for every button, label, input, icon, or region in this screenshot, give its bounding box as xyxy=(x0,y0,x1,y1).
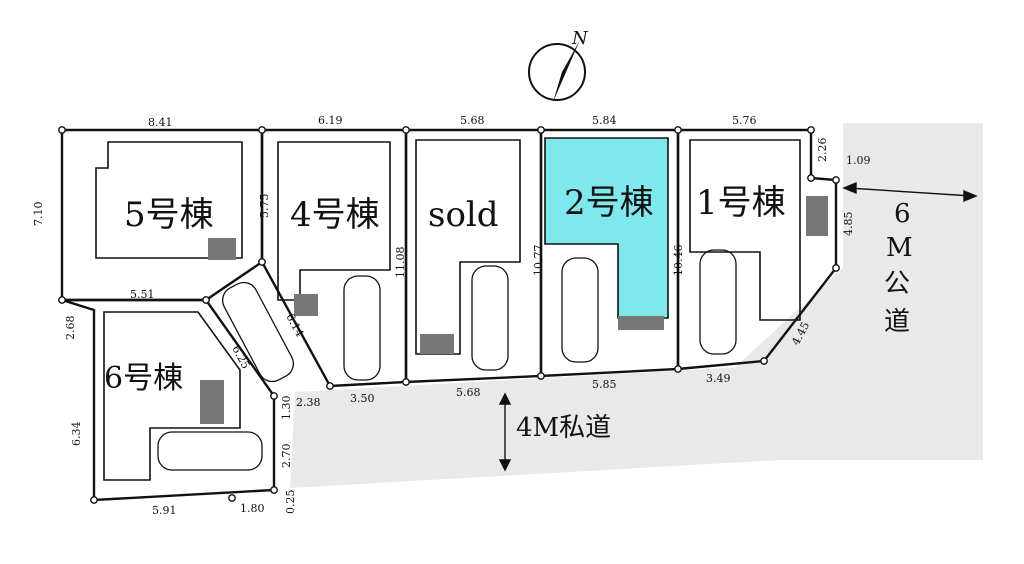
lot4-label: 4号棟 xyxy=(290,195,380,235)
boundary-marker xyxy=(807,126,815,134)
lot1-label: 1号棟 xyxy=(696,183,786,223)
lot5-label: 5号棟 xyxy=(124,195,214,235)
boundary-marker xyxy=(58,296,66,304)
dim-top-lot4: 6.19 xyxy=(318,114,343,127)
boundary-marker xyxy=(832,264,840,272)
dim-lot6-625: 6.25 xyxy=(229,343,252,371)
boundary-marker xyxy=(90,496,98,504)
cars xyxy=(157,249,737,471)
boundary-marker xyxy=(537,372,545,380)
boundary-marker xyxy=(402,378,410,386)
dim-side-1108: 11.08 xyxy=(394,247,407,279)
boundary-marker xyxy=(674,126,682,134)
dim-side-1046: 10.46 xyxy=(672,245,685,277)
lot4-house xyxy=(277,141,391,301)
car-lot5 xyxy=(221,281,295,383)
boundary-marker xyxy=(202,296,210,304)
car-sold xyxy=(471,265,509,371)
dim-lot6-bottom-180: 1.80 xyxy=(240,502,265,515)
boundary-marker xyxy=(402,126,410,134)
dim-lot6-top: 5.51 xyxy=(130,288,155,301)
private-road-4m xyxy=(290,366,780,488)
road-width-arrows xyxy=(498,181,978,472)
boundary-marker xyxy=(760,357,768,365)
boundary-marker xyxy=(270,392,278,400)
sold-house xyxy=(415,139,521,355)
entry-pads xyxy=(200,196,828,424)
dim-v-130: 1.30 xyxy=(280,396,293,421)
dim-right-485: 4.85 xyxy=(842,212,855,237)
lot5-house xyxy=(95,141,243,259)
car-lot6 xyxy=(157,431,263,471)
car-lot2 xyxy=(561,257,599,363)
boundary-marker xyxy=(258,258,266,266)
boundary-marker xyxy=(537,126,545,134)
sold-label: sold xyxy=(428,195,499,235)
dim-bottom-349: 3.49 xyxy=(706,372,731,385)
lot4-boundary xyxy=(260,128,408,388)
dim-bottom-350: 3.50 xyxy=(350,392,375,405)
boundary-marker xyxy=(270,486,278,494)
dim-lot6-bottom-591: 5.91 xyxy=(152,504,177,517)
dim-bottom-568: 5.68 xyxy=(456,386,481,399)
car-lot1 xyxy=(699,249,737,355)
dim-corner-109: 1.09 xyxy=(846,154,871,167)
lot6-label: 6号棟 xyxy=(104,361,183,396)
public-road-kanji-2: 道 xyxy=(884,307,910,337)
lot1-boundary xyxy=(676,128,838,371)
lot1-house xyxy=(689,139,801,321)
boundary-marker xyxy=(832,176,840,184)
dim-v-025: 0.25 xyxy=(284,490,297,515)
dim-top-lot1: 5.76 xyxy=(732,114,757,127)
compass-label: N xyxy=(571,28,589,49)
public-road-unit: M xyxy=(886,233,913,263)
car-lot4 xyxy=(343,275,381,381)
public-road-6m xyxy=(730,123,983,460)
boundary-marker xyxy=(326,382,334,390)
boundary-marker xyxy=(58,126,66,134)
dim-corner-226: 2.26 xyxy=(816,138,829,163)
boundary-marker xyxy=(258,126,266,134)
dim-v-270: 2.70 xyxy=(280,444,293,469)
dim-lot6-268: 2.68 xyxy=(64,316,77,341)
lot2-label: 2号棟 xyxy=(564,183,654,223)
dim-top-lot2: 5.84 xyxy=(592,114,617,127)
dim-top-sold: 5.68 xyxy=(460,114,485,127)
dim-top-lot5: 8.41 xyxy=(148,116,173,129)
public-road-kanji-1: 公 xyxy=(884,269,910,299)
dim-left-710: 7.10 xyxy=(32,202,45,227)
lot2-highlight xyxy=(544,137,669,319)
private-road-label: 4M私道 xyxy=(516,413,611,443)
north-arrow-icon: N xyxy=(528,28,589,102)
dim-lot6-634: 6.34 xyxy=(70,422,83,447)
lot5-boundary xyxy=(60,128,264,302)
lot6-house xyxy=(103,311,241,481)
boundary-marker xyxy=(228,494,236,502)
dim-side-1077: 10.77 xyxy=(532,245,545,277)
boundary-markers xyxy=(58,126,840,504)
dim-bottom-238: 2.38 xyxy=(296,396,321,409)
dim-side-575: 5.75 xyxy=(258,194,271,219)
public-road-width: 6 xyxy=(894,199,911,229)
boundary-marker xyxy=(807,174,815,182)
boundary-marker xyxy=(674,365,682,373)
dim-bottom-585: 5.85 xyxy=(592,378,617,391)
